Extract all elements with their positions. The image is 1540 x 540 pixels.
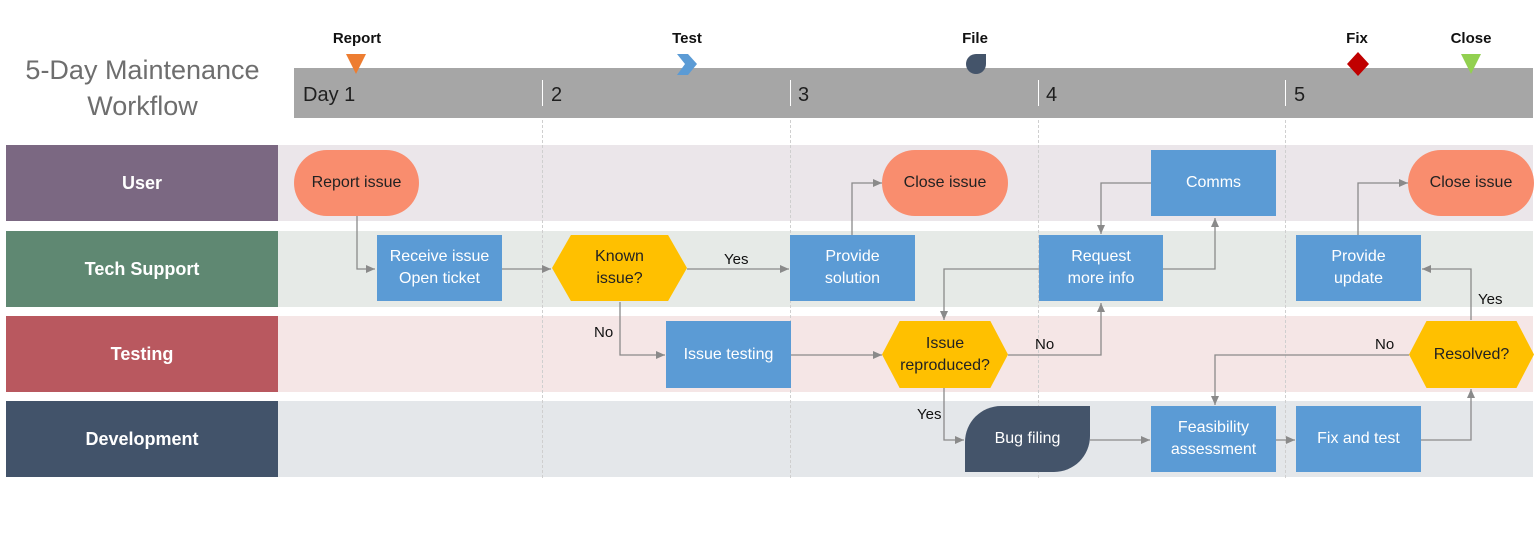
node-text-line-2: reproduced? [900, 356, 990, 374]
lane-label-development: Development [6, 401, 278, 477]
node-text-line-2: issue? [596, 270, 643, 287]
day-divider [542, 120, 543, 478]
feasibility-assessment-node: Feasibility assessment [1151, 406, 1276, 472]
comms-node: Comms [1151, 150, 1276, 216]
node-text-line-2: update [1334, 270, 1383, 287]
day-label-3: 3 [798, 84, 810, 106]
resolved-decision: Resolved? [1409, 321, 1534, 388]
node-text: Fix and test [1317, 430, 1400, 447]
flow-label-yes: Yes [917, 406, 942, 423]
node-text: Close issue [903, 174, 987, 191]
node-text-line-1: Receive issue [389, 248, 490, 265]
receive-issue-node: Receive issue Open ticket [377, 235, 502, 301]
day-label-2: 2 [551, 84, 563, 106]
node-text-line-1: Provide [825, 248, 880, 265]
node-text-line-1: Issue [925, 334, 965, 352]
node-text-line-2: more info [1067, 270, 1135, 287]
node-text-line-2: Open ticket [399, 270, 480, 287]
node-text: Resolved? [1433, 345, 1510, 363]
provide-update-node: Provide update [1296, 235, 1421, 301]
node-text-line-2: solution [824, 270, 881, 287]
day-label-1: Day 1 [303, 84, 356, 106]
milestone-label-file: File [962, 30, 988, 47]
day-separator [1038, 80, 1039, 106]
lane-label-tech-support: Tech Support [6, 231, 278, 307]
milestone-label-report: Report [332, 30, 382, 47]
milestone-label-fix: Fix [1346, 30, 1368, 47]
lane-label-user: User [6, 145, 278, 221]
day-separator [790, 80, 791, 106]
provide-solution-node: Provide solution [790, 235, 915, 301]
day-separator [1285, 80, 1286, 106]
day-separator [542, 80, 543, 106]
report-issue-node: Report issue [294, 150, 419, 216]
node-text: Comms [1185, 174, 1242, 191]
issue-reproduced-decision: Issue reproduced? [882, 321, 1008, 388]
title-line-2: Workflow [87, 91, 198, 121]
fix-and-test-node: Fix and test [1296, 406, 1421, 472]
node-text: Issue testing [683, 345, 774, 363]
flow-label-yes: Yes [1478, 291, 1503, 308]
flow-label-yes: Yes [724, 251, 749, 268]
node-text-line-1: Request [1071, 248, 1131, 265]
node-text: Report issue [311, 174, 402, 191]
day-divider [1285, 120, 1286, 478]
title-line-1: 5-Day Maintenance [25, 55, 260, 85]
known-issue-decision: Known issue? [552, 235, 687, 301]
close-issue-node: Close issue [1408, 150, 1534, 216]
bug-filing-node: Bug filing [965, 406, 1090, 472]
node-text-line-1: Feasibility [1177, 419, 1250, 436]
timeline-bar [294, 68, 1533, 118]
issue-testing-node: Issue testing [666, 321, 791, 388]
flow-label-no: No [594, 324, 614, 341]
flow-label-no: No [1375, 336, 1395, 353]
request-more-info-node: Request more info [1039, 235, 1163, 301]
node-text: Close issue [1429, 174, 1513, 191]
milestone-label-test: Test [672, 30, 702, 47]
node-text-line-2: assessment [1170, 441, 1257, 458]
lane-label-testing: Testing [6, 316, 278, 392]
day-label-4: 4 [1046, 84, 1058, 106]
diagram-title: 5-Day Maintenance Workflow [10, 52, 275, 124]
node-text-line-1: Provide [1331, 248, 1386, 265]
close-issue-node: Close issue [882, 150, 1008, 216]
node-text-line-1: Known [595, 248, 644, 265]
milestone-label-close: Close [1450, 30, 1492, 47]
flow-label-no: No [1035, 336, 1055, 353]
node-text: Bug filing [994, 430, 1061, 447]
day-label-5: 5 [1294, 84, 1306, 106]
